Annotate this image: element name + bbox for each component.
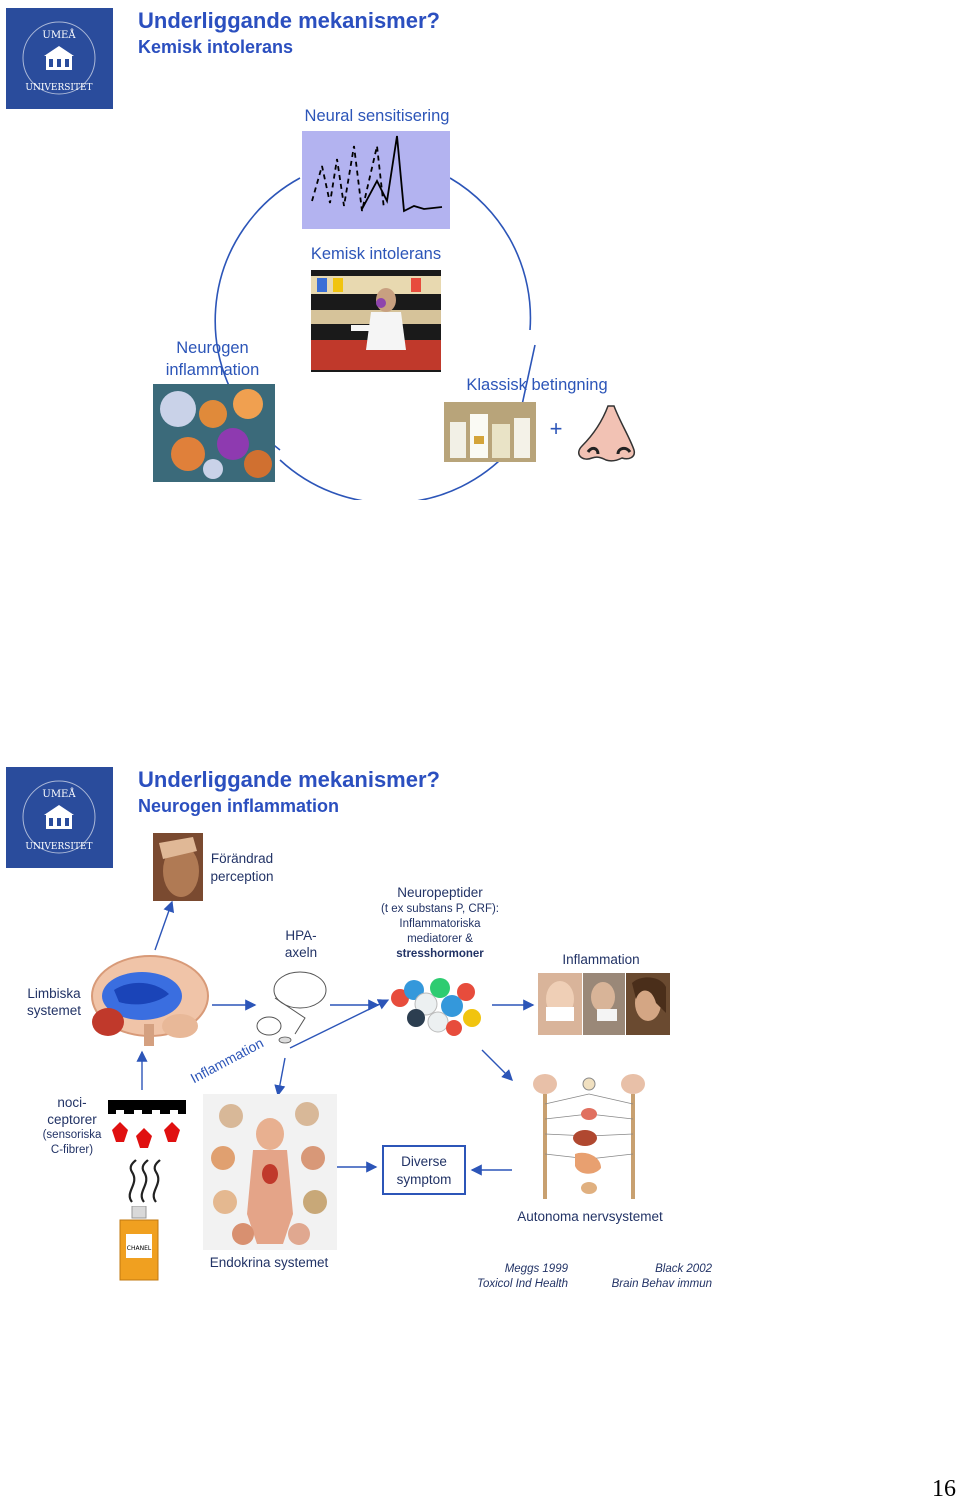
neural-sensitisering-label: Neural sensitisering (304, 107, 450, 125)
slide1-title: Underliggande mekanismer? (138, 8, 440, 33)
inflammation-label: Inflammation (562, 952, 640, 967)
noci-line4: C-fibrer) (50, 1144, 94, 1156)
svg-text:UNIVERSITET: UNIVERSITET (25, 842, 92, 852)
klassisk-betingning-label: Klassisk betingning (466, 376, 608, 394)
noci-line1: noci- (57, 1095, 87, 1110)
ref2-line1: Black 2002 (655, 1263, 712, 1275)
brain-image (84, 950, 210, 1050)
person-headache-image (626, 973, 670, 1035)
autonomic-nervous-system-image (515, 1064, 665, 1204)
neuro-line5: stresshormoner (396, 948, 484, 960)
umea-university-logo-2: UMEÅ UNIVERSITET (6, 767, 113, 868)
store-shelves-image (311, 270, 441, 372)
ref1-line2: Toxicol Ind Health (477, 1278, 568, 1290)
face-hand-image (153, 833, 203, 901)
nociceptor-image (108, 1100, 186, 1150)
endocrine-system-image (203, 1094, 337, 1250)
perception-line2: perception (210, 869, 274, 884)
slide1-subtitle: Kemisk intolerans (138, 37, 294, 57)
perception-line1: Förändrad (210, 851, 274, 866)
noci-line2: ceptorer (47, 1112, 97, 1127)
flow-arrows (136, 900, 535, 1176)
svg-text:UMEÅ: UMEÅ (42, 29, 76, 41)
slide2-subtitle: Neurogen inflammation (138, 796, 340, 816)
chemical-bottles-image (444, 402, 536, 462)
svg-text:CHANEL: CHANEL (127, 1245, 152, 1252)
kemisk-intolerans-label: Kemisk intolerans (310, 245, 442, 263)
svg-text:UNIVERSITET: UNIVERSITET (25, 83, 92, 93)
molecule-image (386, 968, 486, 1040)
diverse-line2: symptom (396, 1172, 452, 1187)
neuro-line1: Neuropeptider (397, 885, 483, 900)
hpa-line1: HPA- (285, 928, 317, 943)
page-number: 16 (932, 1476, 956, 1502)
perfume-bottle-image: CHANEL (114, 1206, 164, 1284)
noci-line3: (sensoriska (42, 1129, 102, 1141)
ref2-line2: Brain Behav immun (611, 1278, 712, 1290)
slide2-title: Underliggande mekanismer? (138, 767, 440, 792)
scent-waves-icon (124, 1158, 164, 1204)
neuro-line3: Inflammatoriska (399, 918, 481, 930)
neural-graph-image (302, 131, 450, 229)
immune-cells-image (153, 384, 275, 482)
limbic-line1: Limbiska (27, 986, 81, 1001)
person-tissue-image (583, 973, 625, 1035)
limbic-line2: systemet (26, 1003, 81, 1018)
ref1-line1: Meggs 1999 (504, 1263, 568, 1275)
svg-text:UMEÅ: UMEÅ (42, 788, 76, 800)
diverse-line1: Diverse (401, 1154, 447, 1169)
umea-university-logo: UMEÅ UNIVERSITET (6, 8, 113, 109)
nose-image (572, 402, 638, 464)
hpa-axis-sketch (255, 968, 330, 1044)
endokrina-label: Endokrina systemet (209, 1255, 329, 1270)
neuro-line4: mediatorer & (407, 933, 473, 945)
autonoma-label: Autonoma nervsystemet (517, 1209, 663, 1224)
plus-sign: + (549, 416, 563, 441)
neurogen-label-line1: Neurogen (176, 339, 249, 357)
hpa-line2: axeln (284, 945, 318, 960)
neurogen-label-line2: inflammation (165, 361, 260, 379)
person-sneezing-image (538, 973, 582, 1035)
diverse-symptom-box: Diverse symptom (382, 1145, 466, 1195)
neuro-line2: (t ex substans P, CRF): (380, 903, 500, 915)
